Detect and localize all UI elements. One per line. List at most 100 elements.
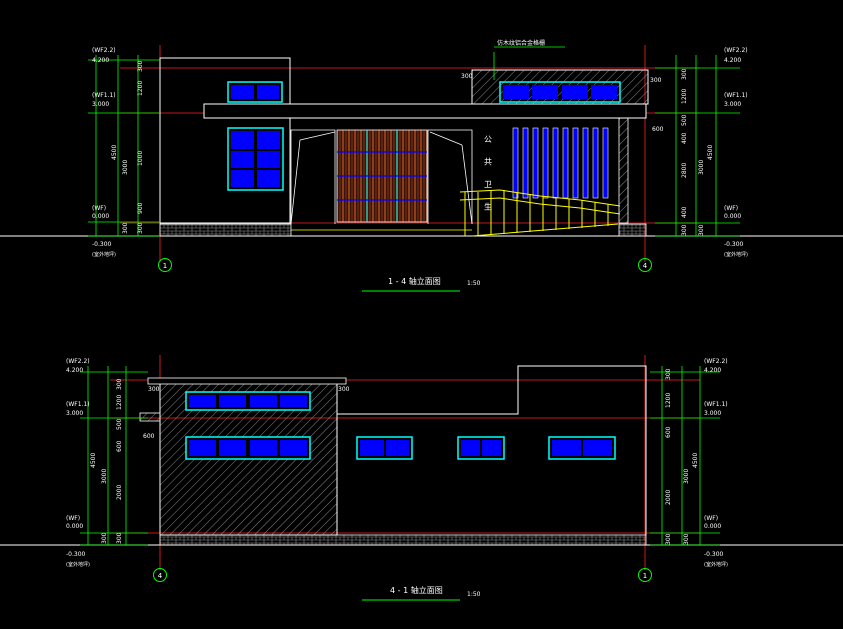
window-upper-band-bottom	[185, 391, 311, 411]
sign-text: 公 共 卫 生	[484, 135, 493, 217]
dim-left-inner-b3: 500	[116, 418, 123, 430]
svg-text:-0.300: -0.300	[704, 551, 724, 558]
svg-text:0.000: 0.000	[724, 213, 741, 220]
axis-bubble-left-bottom: 4	[153, 568, 167, 582]
svg-text:(WF1.1): (WF1.1)	[92, 92, 116, 99]
levels-right-bottom: (WF2.2) 4.200 (WF1.1) 3.000 (WF) 0.000 -…	[704, 358, 728, 568]
plinth-brick-right	[618, 223, 647, 237]
dim-right-inner-3: 500	[681, 114, 688, 126]
dim-chain-right	[655, 55, 740, 237]
svg-text:1: 1	[643, 572, 647, 580]
callout-grille-label: 仿木纹铝合金格栅	[497, 39, 545, 47]
svg-text:(室外地坪): (室外地坪)	[66, 561, 90, 568]
svg-text:(WF1.1): (WF1.1)	[66, 401, 90, 408]
levels-left-bottom: (WF2.2) 4.200 (WF1.1) 3.000 (WF) 0.000 -…	[66, 358, 90, 568]
dim-300-parapet-bottom-right: 300	[338, 386, 350, 393]
dim-left-outer-b3: 300	[101, 532, 108, 544]
dim-left-inner-b2: 1200	[116, 395, 123, 410]
dim-right-outer-3: 300	[698, 224, 705, 236]
axis-bubble-right-bottom: 1	[638, 568, 652, 582]
svg-text:1: 1	[163, 262, 167, 270]
window-small-2	[457, 436, 505, 460]
svg-text:4: 4	[643, 262, 648, 270]
window-small-3	[548, 436, 616, 460]
dim-right-outer-2: 3000	[698, 160, 705, 175]
dim-chain-left-bottom	[80, 366, 148, 546]
dim-right-outer-b1: 4500	[692, 453, 699, 468]
parapet-cap	[147, 377, 347, 385]
svg-text:0.000: 0.000	[704, 523, 721, 530]
dim-600-label-bottom: 600	[143, 433, 155, 440]
svg-text:3.000: 3.000	[724, 101, 741, 108]
svg-text:-0.300: -0.300	[92, 241, 112, 248]
dim-left-inner-b1: 300	[116, 378, 123, 390]
svg-text:(WF): (WF)	[724, 205, 738, 212]
dim-left-inner-b4: 600	[116, 440, 123, 452]
left-volume	[159, 57, 291, 224]
dim-300-parapet-bottom: 300	[148, 386, 160, 393]
elevation-4-1: 300 300 600 300 1200 500 600 2000 300 45…	[0, 355, 843, 601]
right-volume-wall	[618, 117, 629, 224]
dim-chain-left	[88, 55, 160, 237]
dim-600-label: 600	[652, 126, 664, 133]
svg-text:3.000: 3.000	[66, 410, 83, 417]
dim-left-inner-b5: 2000	[116, 485, 123, 500]
svg-text:(WF2.2): (WF2.2)	[704, 358, 728, 365]
dim-right-inner-5: 2800	[681, 163, 688, 178]
window-lower-band-bottom	[185, 436, 311, 460]
wood-grille-screen	[336, 129, 428, 223]
dim-left-inner-1: 300	[137, 60, 144, 72]
svg-text:0.000: 0.000	[92, 213, 109, 220]
dim-right-inner-b1: 300	[665, 368, 672, 380]
svg-text:3.000: 3.000	[704, 410, 721, 417]
dim-left-outer-b2: 3000	[101, 469, 108, 484]
dim-right-inner-b4: 2000	[665, 490, 672, 505]
window-upper-left	[227, 81, 283, 103]
svg-text:(WF1.1): (WF1.1)	[704, 401, 728, 408]
svg-text:(室外地坪): (室外地坪)	[724, 251, 748, 258]
svg-text:(WF): (WF)	[92, 205, 106, 212]
dim-right-inner-6: 400	[681, 206, 688, 218]
dim-left-outer-b1: 4500	[90, 453, 97, 468]
dim-left-outer-3: 300	[122, 222, 129, 234]
svg-text:-0.300: -0.300	[724, 241, 744, 248]
svg-text:0.000: 0.000	[66, 523, 83, 530]
plinth-brick	[159, 223, 292, 237]
dim-left-inner-5: 300	[137, 222, 144, 234]
dim-300-parapet: 300	[461, 73, 473, 80]
dim-right-inner-b3: 600	[665, 426, 672, 438]
svg-text:4.200: 4.200	[66, 367, 83, 374]
svg-text:(WF2.2): (WF2.2)	[66, 358, 90, 365]
dim-300-parapet-right: 300	[650, 77, 662, 84]
dim-left-inner-b6: 300	[116, 532, 123, 544]
dim-chain-right-bottom	[650, 366, 720, 546]
plinth-brick-bottom	[159, 534, 647, 546]
svg-text:(WF2.2): (WF2.2)	[724, 47, 748, 54]
svg-text:(WF): (WF)	[704, 515, 718, 522]
dim-left-outer-2: 3000	[122, 160, 129, 175]
svg-text:(WF): (WF)	[66, 515, 80, 522]
svg-text:4: 4	[158, 572, 163, 580]
svg-text:4.200: 4.200	[724, 57, 741, 64]
svg-text:4.200: 4.200	[704, 367, 721, 374]
dim-right-inner-b2: 1200	[665, 393, 672, 408]
dim-right-inner-4: 400	[681, 132, 688, 144]
svg-text:4.200: 4.200	[92, 57, 109, 64]
dim-right-inner-1: 300	[681, 68, 688, 80]
ramp-railing	[459, 189, 621, 237]
dim-right-outer-b2: 3000	[683, 469, 690, 484]
drawing-title-top: 1 - 4 轴立面图	[388, 276, 441, 286]
dim-right-outer-1: 4500	[707, 145, 714, 160]
dim-left-inner-2: 1200	[137, 81, 144, 96]
svg-text:(室外地坪): (室外地坪)	[92, 251, 116, 258]
axis-bubble-right: 4	[638, 258, 652, 272]
dim-right-inner-b5: 300	[665, 533, 672, 545]
drawing-title-bottom: 4 - 1 轴立面图	[390, 585, 443, 595]
svg-text:-0.300: -0.300	[66, 551, 86, 558]
elevation-1-4: 公 共 卫 生 仿木纹铝合金格栅 300 300 600	[0, 39, 843, 292]
side-ledge	[139, 412, 161, 422]
canopy-slab	[203, 103, 647, 119]
window-upper-right	[499, 81, 621, 103]
svg-text:(WF1.1): (WF1.1)	[724, 92, 748, 99]
entrance-recess	[290, 129, 473, 225]
